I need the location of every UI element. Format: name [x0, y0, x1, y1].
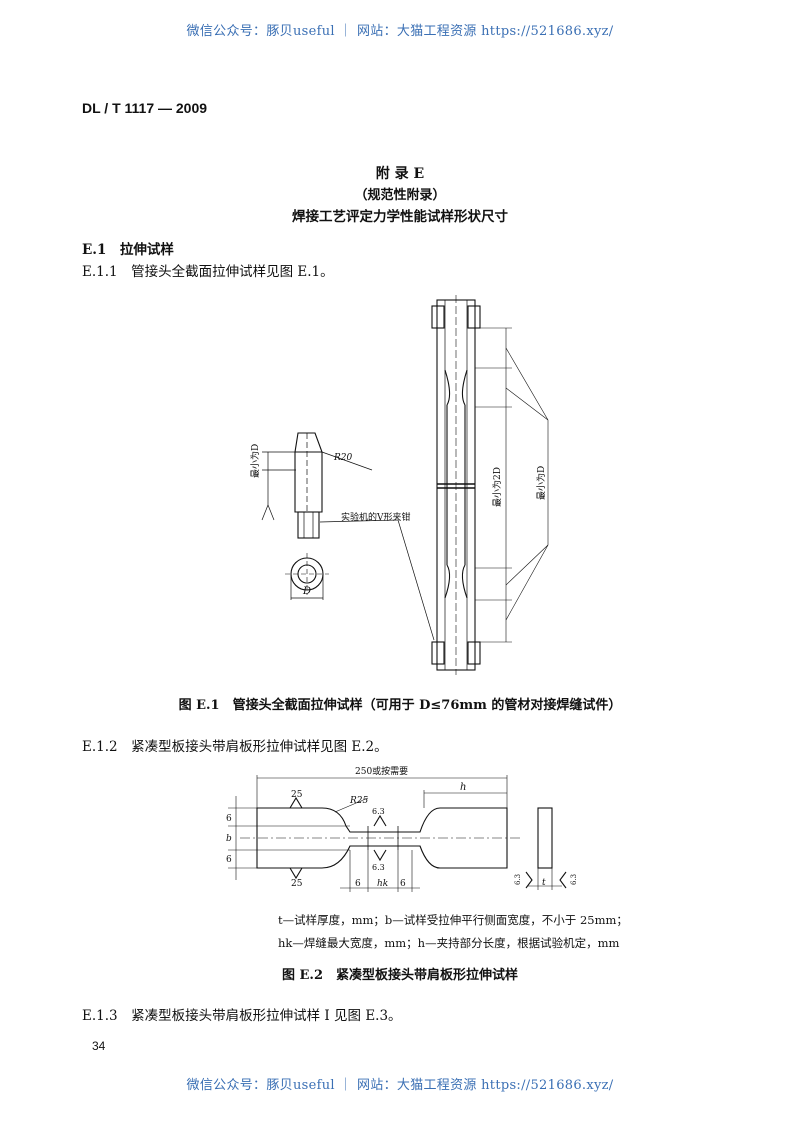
label-total-length: 250或按需要: [355, 765, 408, 777]
appendix-type: （规范性附录）: [354, 188, 446, 203]
label-six-c: 6: [355, 879, 361, 889]
appendix-subtitle: 焊接工艺评定力学性能试样形状尺寸: [292, 209, 508, 225]
figure-e2-note-line2: hk—焊缝最大宽度，mm；h—夹持部分长度，根据试验机定，mm: [278, 936, 620, 950]
label-rough-63-top: 6.3: [372, 807, 385, 816]
section-e13-text: E.1.3 紧凑型板接头带肩板形拉伸试样 Ⅰ 见图 E.3。: [82, 1008, 402, 1024]
label-h: h: [460, 782, 466, 793]
label-clamp: 实验机的V形夹钳: [341, 511, 411, 523]
appendix-title: 附 录 E: [375, 166, 425, 182]
label-d: D: [302, 586, 311, 597]
label-min-2d: 最小为2D: [491, 467, 503, 507]
label-min-d-right: 最小为D: [535, 466, 547, 500]
figure-e1-caption: 图 E.1 管接头全截面拉伸试样（可用于 D≤76mm 的管材对接焊缝试件）: [178, 698, 622, 713]
label-rough-25-top: 25: [291, 790, 303, 800]
standard-code: DL / T 1117 — 2009: [82, 100, 208, 116]
label-t: t: [542, 878, 546, 888]
label-rough-63-mid: 6.3: [372, 863, 385, 872]
section-e11-text: E.1.1 管接头全截面拉伸试样见图 E.1。: [82, 264, 334, 280]
label-six-a: 6: [226, 814, 232, 824]
label-min-d: 最小为D: [249, 444, 261, 478]
label-six-d: 6: [400, 879, 406, 889]
label-r25: R25: [349, 796, 369, 806]
label-hk: hk: [377, 879, 388, 889]
section-e12-text: E.1.2 紧凑型板接头带肩板形拉伸试样见图 E.2。: [82, 739, 388, 755]
figure-e2-caption: 图 E.2 紧凑型板接头带肩板形拉伸试样: [281, 968, 518, 983]
label-b: b: [226, 834, 232, 844]
page-number: 34: [92, 1039, 106, 1053]
watermark-bottom: 微信公众号：豚贝useful ｜ 网站：大猫工程资源 https://52168…: [186, 1078, 614, 1093]
figure-e2-note-line1: t—试样厚度，mm；b—试样受拉伸平行侧面宽度，不小于 25mm；: [278, 913, 628, 927]
section-e1-heading: E.1 拉伸试样: [82, 242, 174, 258]
label-rough-63-side-right: 6.3: [570, 874, 578, 885]
label-r20: R20: [333, 453, 353, 463]
label-six-b: 6: [226, 855, 232, 865]
watermark-top: 微信公众号：豚贝useful ｜ 网站：大猫工程资源 https://52168…: [186, 24, 614, 39]
label-rough-25-bottom: 25: [291, 879, 303, 889]
label-rough-63-side-left: 6.3: [514, 874, 522, 885]
